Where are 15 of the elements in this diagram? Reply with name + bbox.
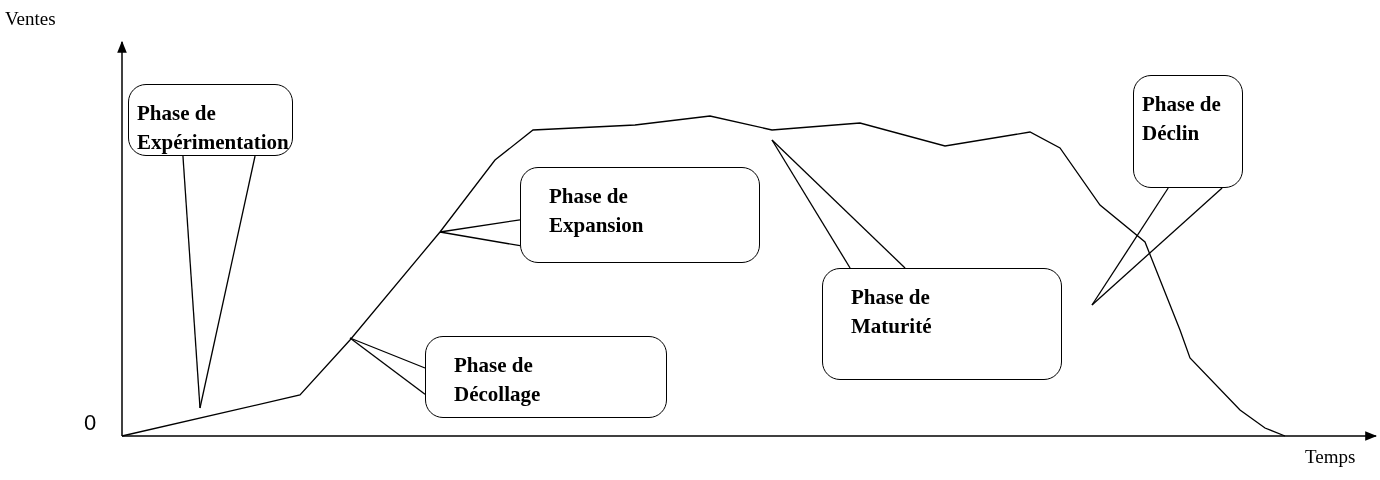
leader-line <box>182 155 201 409</box>
axis-label: Ventes <box>5 8 56 30</box>
axis-label: Temps <box>1305 446 1356 468</box>
leader-line <box>771 139 851 269</box>
leader-line <box>349 337 426 369</box>
origin-label: 0 <box>84 410 97 436</box>
phase-label: Phase de Déclin <box>1142 91 1222 148</box>
phase-label: Phase de Expansion <box>549 183 645 240</box>
phase-label: Phase de Maturité <box>851 284 933 341</box>
callout-bubble <box>128 84 293 156</box>
phase-label: Phase de Expérimentation <box>137 100 290 157</box>
leader-line <box>439 219 521 233</box>
phase-label: Phase de Décollage <box>454 352 542 409</box>
callout-bubble <box>1133 75 1243 188</box>
leader-line <box>1091 187 1169 306</box>
